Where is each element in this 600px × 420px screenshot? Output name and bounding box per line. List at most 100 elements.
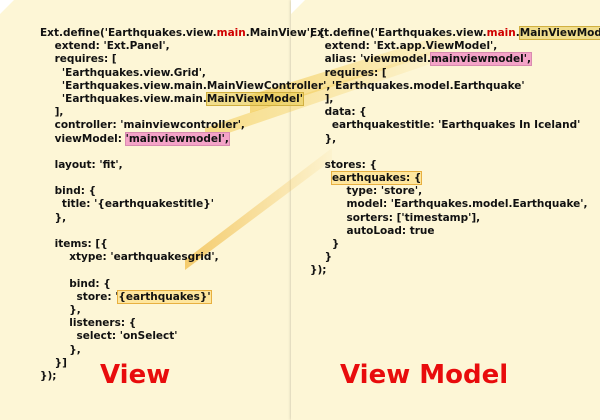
- code-text: select: 'onSelect': [40, 330, 178, 343]
- view-code-line: },: [40, 304, 330, 317]
- keyword-highlight: main: [216, 27, 246, 39]
- code-text: },: [40, 211, 67, 224]
- code-text: viewModel:: [40, 132, 126, 145]
- code-text: requires: [: [40, 53, 117, 66]
- code-text: ],: [40, 106, 64, 119]
- view-code-line: }]: [40, 357, 330, 370]
- viewmodel-code-line: stores: {: [310, 159, 600, 172]
- viewmodel-code-line: 'Earthquakes.model.Earthquake': [310, 80, 600, 93]
- viewmodel-code-line: model: 'Earthquakes.model.Earthquake',: [310, 198, 600, 211]
- code-text: data: {: [310, 106, 367, 119]
- view-caption: View: [100, 360, 171, 390]
- code-text: [310, 172, 332, 184]
- viewmodel-code-line: alias: 'viewmodel.mainviewmodel',: [310, 52, 600, 67]
- view-code-line: [40, 225, 330, 238]
- viewmodel-code-line: earthquakestitle: 'Earthquakes In Icelan…: [310, 119, 600, 132]
- viewmodel-code-line: earthquakes: {: [310, 171, 600, 186]
- code-text: xtype: 'earthquakesgrid',: [40, 251, 219, 264]
- view-code-line: items: [{: [40, 238, 330, 251]
- page-fold-right: [291, 0, 305, 14]
- view-code-line: controller: 'mainviewcontroller',: [40, 119, 330, 132]
- viewmodel-code-line: },: [310, 133, 600, 146]
- code-text: requires: [: [310, 66, 387, 79]
- code-text: 'Earthquakes.view.main.MainViewControlle…: [40, 79, 331, 92]
- code-highlight: MainViewModel': [205, 91, 304, 106]
- code-highlight: 'mainviewmodel',: [124, 131, 230, 146]
- view-code-line: });: [40, 370, 330, 383]
- code-text: .: [515, 27, 520, 39]
- view-code-line: title: '{earthquakestitle}': [40, 198, 330, 211]
- code-highlight: MainViewModel': [518, 26, 600, 40]
- view-code-line: [40, 264, 330, 277]
- view-code-line: extend: 'Ext.Panel',: [40, 40, 330, 53]
- view-code-line: select: 'onSelect': [40, 330, 330, 343]
- viewmodel-code-line: }: [310, 251, 600, 264]
- viewmodel-code-line: type: 'store',: [310, 185, 600, 198]
- code-text: sorters: ['timestamp'],: [310, 211, 481, 224]
- view-code-line: viewModel: 'mainviewmodel',: [40, 131, 330, 146]
- view-code-line: 'Earthquakes.view.main.MainViewControlle…: [40, 80, 330, 93]
- code-text: ],: [310, 92, 334, 105]
- code-text: }: [310, 251, 333, 264]
- code-text: title: '{earthquakestitle}': [40, 198, 214, 211]
- viewmodel-code-line: extend: 'Ext.app.ViewModel',: [310, 40, 600, 53]
- viewmodel-code-block: Ext.define('Earthquakes.view.main.MainVi…: [310, 26, 600, 278]
- code-text: earthquakestitle: 'Earthquakes In Icelan…: [310, 119, 581, 132]
- code-text: items: [{: [40, 238, 108, 250]
- code-text: },: [310, 132, 337, 145]
- code-text: bind: {: [40, 185, 97, 198]
- code-text: }: [310, 238, 340, 250]
- page-fold-left: [0, 0, 14, 14]
- code-text: });: [310, 264, 327, 277]
- view-code-line: },: [40, 212, 330, 225]
- view-code-line: listeners: {: [40, 317, 330, 330]
- keyword-highlight: main: [486, 27, 516, 39]
- viewmodel-caption: View Model: [340, 360, 509, 390]
- view-code-line: Ext.define('Earthquakes.view.main.MainVi…: [40, 27, 330, 40]
- view-code-line: ],: [40, 106, 330, 119]
- viewmodel-code-line: }: [310, 238, 600, 251]
- view-code-line: 'Earthquakes.view.Grid',: [40, 67, 330, 80]
- viewmodel-code-line: Ext.define('Earthquakes.view.main.MainVi…: [310, 26, 600, 40]
- viewmodel-code-line: sorters: ['timestamp'],: [310, 212, 600, 225]
- viewmodel-code-line: ],: [310, 93, 600, 106]
- code-text: Ext.define('Earthquakes.view.: [310, 27, 487, 39]
- code-text: layout: 'fit',: [40, 158, 123, 171]
- viewmodel-code-line: [310, 146, 600, 159]
- viewmodel-code-line: requires: [: [310, 67, 600, 80]
- view-code-line: layout: 'fit',: [40, 159, 330, 172]
- code-text: 'Earthquakes.model.Earthquake': [310, 79, 525, 92]
- code-highlight: mainviewmodel',: [429, 52, 532, 67]
- view-code-line: bind: {: [40, 278, 330, 291]
- viewmodel-code-line: });: [310, 264, 600, 277]
- view-code-line: [40, 172, 330, 185]
- code-text: 'Earthquakes.view.Grid',: [40, 66, 206, 79]
- code-text: });: [40, 369, 57, 382]
- code-text: extend: 'Ext.Panel',: [40, 40, 170, 53]
- code-highlight: earthquakes: {: [330, 171, 423, 186]
- code-text: autoLoad: true: [310, 224, 435, 237]
- view-code-line: bind: {: [40, 185, 330, 198]
- view-code-line: store: '{earthquakes}': [40, 289, 330, 304]
- code-text: alias: 'viewmodel.: [310, 53, 431, 66]
- code-text: stores: {: [310, 158, 377, 171]
- code-text: bind: {: [40, 277, 111, 290]
- code-text: }]: [40, 356, 67, 369]
- view-code-line: xtype: 'earthquakesgrid',: [40, 251, 330, 264]
- code-text: },: [40, 343, 81, 356]
- view-code-line: 'Earthquakes.view.main.MainViewModel': [40, 91, 330, 106]
- code-highlight: {earthquakes}': [117, 289, 212, 304]
- view-code-line: },: [40, 344, 330, 357]
- code-text: Ext.define('Earthquakes.view.: [40, 27, 217, 39]
- code-text: store: ': [40, 290, 119, 303]
- code-text: extend: 'Ext.app.ViewModel',: [310, 40, 498, 53]
- code-text: .MainView', {: [245, 27, 326, 39]
- code-text: type: 'store',: [310, 185, 423, 198]
- view-code-line: requires: [: [40, 53, 330, 66]
- code-text: controller: 'mainviewcontroller',: [40, 119, 245, 132]
- code-text: 'Earthquakes.view.main.: [40, 92, 207, 105]
- view-code-line: [40, 146, 330, 159]
- code-text: model: 'Earthquakes.model.Earthquake',: [310, 198, 588, 211]
- viewmodel-code-line: autoLoad: true: [310, 225, 600, 238]
